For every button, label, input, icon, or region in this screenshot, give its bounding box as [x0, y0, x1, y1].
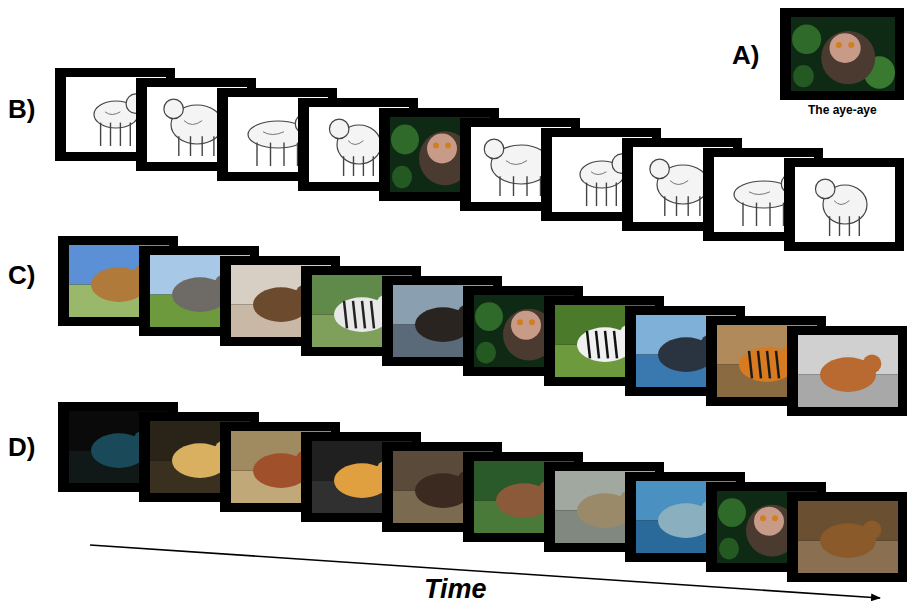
sketch-hatch: [263, 132, 284, 135]
sketch-head: [815, 179, 835, 199]
animal-body: [821, 31, 875, 84]
leaf: [476, 342, 496, 364]
photo-stripe: [614, 331, 617, 358]
panel-letter: C): [8, 262, 35, 288]
panel-letter: D): [8, 434, 35, 460]
sketch-hatch: [670, 181, 688, 185]
sketch-leg: [363, 156, 364, 176]
sketch-leg: [596, 183, 597, 206]
sketch-leg: [201, 136, 202, 156]
sketch-leg: [849, 216, 850, 236]
sketch-leg: [606, 183, 607, 206]
sketch-hatch: [506, 161, 527, 165]
animal-eye: [517, 319, 523, 325]
sketch-hatch: [184, 121, 202, 125]
sketch-leg: [586, 183, 587, 206]
sketch-leg: [859, 216, 860, 236]
photo-stripe: [344, 301, 347, 328]
sketch-leg: [699, 196, 700, 216]
leaf: [719, 538, 739, 560]
picture-frame: [787, 326, 907, 416]
photo-animal-head: [863, 354, 882, 373]
axis-label: Time: [424, 576, 487, 603]
animal-eye: [433, 143, 439, 149]
sketch-hatch: [105, 112, 120, 115]
photo-stripe: [353, 301, 356, 328]
sketch-leg: [616, 183, 617, 206]
animal-face: [829, 33, 860, 63]
sketch-hatch: [749, 192, 770, 195]
sketch-hatch: [348, 141, 363, 145]
sketch-leg: [297, 143, 298, 166]
photo-stripe: [605, 331, 608, 358]
sketch-leg: [373, 156, 374, 176]
animal-eye: [772, 515, 778, 521]
sketch-leg: [513, 176, 514, 196]
sketch-leg: [688, 196, 689, 216]
sketch-leg: [120, 123, 121, 146]
sketch-leg: [676, 196, 677, 216]
sketch-leg: [756, 203, 757, 226]
sketch-leg: [213, 136, 214, 156]
sketch-head: [329, 119, 349, 139]
picture-stack: [55, 8, 907, 582]
sketch-leg: [664, 196, 665, 216]
photo-stripe: [767, 351, 770, 378]
photo-stripe: [587, 331, 590, 358]
leaf: [392, 166, 412, 189]
photo-stripe: [371, 301, 374, 328]
sketch-hatch: [591, 172, 606, 175]
animal-eye: [445, 143, 451, 149]
sketch-leg: [343, 156, 344, 176]
panel-letter: B): [8, 96, 35, 122]
sketch-leg: [178, 136, 179, 156]
sketch-leg: [256, 143, 257, 166]
sketch-hatch: [834, 201, 849, 205]
photo-stripe: [749, 351, 752, 378]
leaf: [475, 302, 503, 331]
photo-stripe: [758, 351, 761, 378]
photo-stripe: [776, 351, 779, 378]
picture-frame: [787, 492, 907, 582]
animal-eye: [529, 319, 535, 325]
leaf: [718, 498, 746, 527]
sketch-leg: [540, 176, 541, 196]
animal-face: [754, 507, 784, 536]
sketch-leg: [110, 123, 111, 146]
sketch-leg: [353, 156, 354, 176]
sketch-leg: [130, 123, 131, 146]
sketch-leg: [769, 203, 770, 226]
caption-text: The aye-aye: [808, 104, 877, 116]
sketch-leg: [839, 216, 840, 236]
photo-stripe: [596, 331, 599, 358]
sketch-head: [650, 159, 670, 179]
photo-ground: [791, 17, 895, 91]
animal-face: [511, 311, 541, 340]
sketch-head: [484, 139, 504, 159]
sketch-leg: [270, 143, 271, 166]
picture-frame: [784, 158, 904, 251]
sketch-leg: [100, 123, 101, 146]
leaf: [391, 125, 419, 155]
sketch-leg: [526, 176, 527, 196]
animal-eye: [848, 42, 854, 48]
leaf: [792, 24, 821, 54]
drawing-ground: [795, 167, 895, 242]
photo-animal-head: [863, 520, 882, 539]
sketch-leg: [499, 176, 500, 196]
sketch-leg: [742, 203, 743, 226]
animal-face: [427, 134, 457, 164]
picture-frame: [780, 8, 904, 100]
sketch-leg: [829, 216, 830, 236]
sketch-leg: [283, 143, 284, 166]
animal-eye: [760, 515, 766, 521]
panel-letter: A): [732, 42, 759, 68]
sketch-leg: [190, 136, 191, 156]
sketch-leg: [783, 203, 784, 226]
sketch-head: [164, 99, 184, 119]
leaf: [793, 65, 814, 87]
photo-stripe: [362, 301, 365, 328]
animal-eye: [836, 42, 842, 48]
